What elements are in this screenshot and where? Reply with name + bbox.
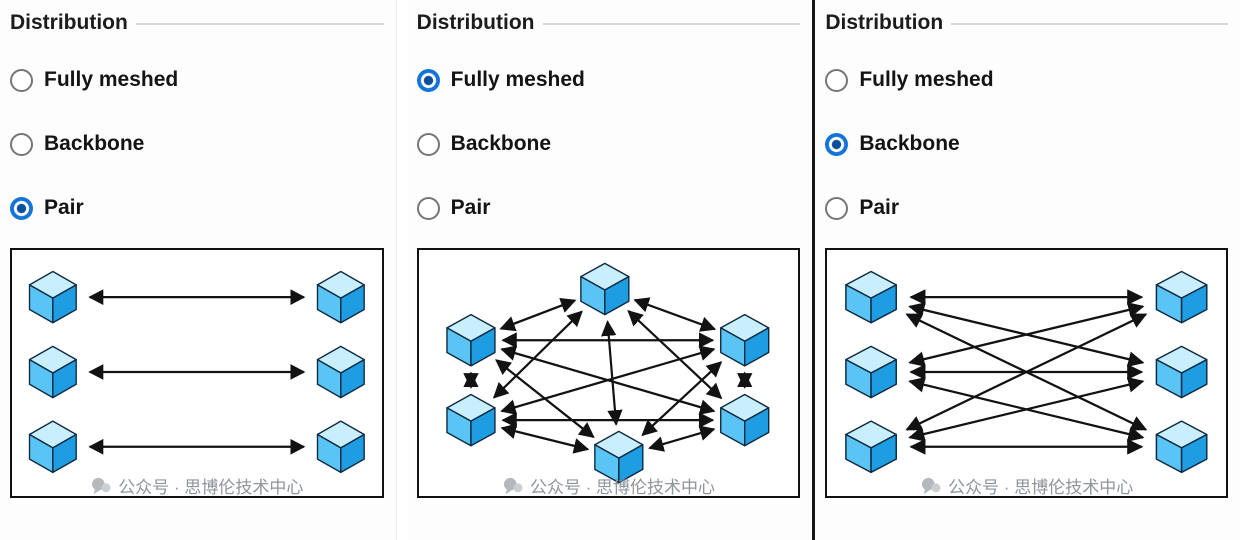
radio-circle[interactable] bbox=[416, 68, 440, 92]
radio-option-fully-meshed[interactable]: Fully meshed bbox=[825, 68, 1228, 92]
radio-circle[interactable] bbox=[825, 196, 849, 220]
radio-label: Fully meshed bbox=[450, 68, 585, 91]
radio-option-backbone[interactable]: Backbone bbox=[10, 132, 384, 156]
radio-circle[interactable] bbox=[10, 196, 33, 220]
radio-circle[interactable] bbox=[825, 132, 849, 156]
radio-option-backbone[interactable]: Backbone bbox=[825, 132, 1228, 156]
backbone-topology-diagram bbox=[845, 270, 1208, 474]
radio-circle[interactable] bbox=[416, 132, 440, 156]
radio-label: Fully meshed bbox=[44, 68, 179, 91]
radio-option-pair[interactable]: Pair bbox=[416, 196, 801, 220]
radio-circle[interactable] bbox=[825, 68, 849, 92]
radio-label: Fully meshed bbox=[859, 68, 994, 91]
topology-preview: 公众号 · 思博伦技术中心 bbox=[416, 248, 801, 498]
topology-preview: 公众号 · 思博伦技术中心 bbox=[825, 248, 1228, 498]
radio-option-backbone[interactable]: Backbone bbox=[416, 132, 801, 156]
groupbox-title: Distribution bbox=[10, 11, 128, 34]
radio-option-fully-meshed[interactable]: Fully meshed bbox=[416, 68, 801, 92]
groupbox-header: Distribution bbox=[10, 8, 384, 38]
distribution-panel-backbone: Distribution Fully meshed Backbone Pair … bbox=[812, 0, 1240, 540]
radio-option-fully-meshed[interactable]: Fully meshed bbox=[10, 68, 384, 92]
groupbox-header: Distribution bbox=[825, 8, 1228, 38]
radio-label: Pair bbox=[44, 196, 84, 219]
groupbox-title: Distribution bbox=[416, 11, 535, 34]
distribution-panel-pair: Distribution Fully meshed Backbone Pair … bbox=[0, 0, 396, 540]
panel-separator bbox=[395, 0, 407, 540]
groupbox-header: Distribution bbox=[417, 8, 801, 38]
radio-label: Backbone bbox=[859, 132, 960, 155]
groupbox-rule bbox=[951, 23, 1228, 25]
radio-circle[interactable] bbox=[10, 132, 33, 156]
radio-option-pair[interactable]: Pair bbox=[825, 196, 1228, 220]
radio-circle[interactable] bbox=[416, 196, 440, 220]
groupbox-rule bbox=[542, 23, 801, 25]
topology-preview: 公众号 · 思博伦技术中心 bbox=[10, 248, 384, 498]
groupbox-title: Distribution bbox=[825, 11, 944, 34]
radio-option-pair[interactable]: Pair bbox=[10, 196, 384, 220]
pair-topology-diagram bbox=[28, 270, 365, 474]
radio-label: Backbone bbox=[450, 132, 552, 155]
radio-label: Pair bbox=[450, 196, 491, 219]
groupbox-rule bbox=[135, 23, 384, 25]
radio-circle[interactable] bbox=[10, 68, 33, 92]
distribution-panel-fully-meshed: Distribution Fully meshed Backbone Pair … bbox=[406, 0, 813, 540]
mesh-topology-diagram bbox=[445, 262, 770, 484]
radio-label: Backbone bbox=[44, 132, 145, 155]
radio-label: Pair bbox=[859, 196, 900, 219]
